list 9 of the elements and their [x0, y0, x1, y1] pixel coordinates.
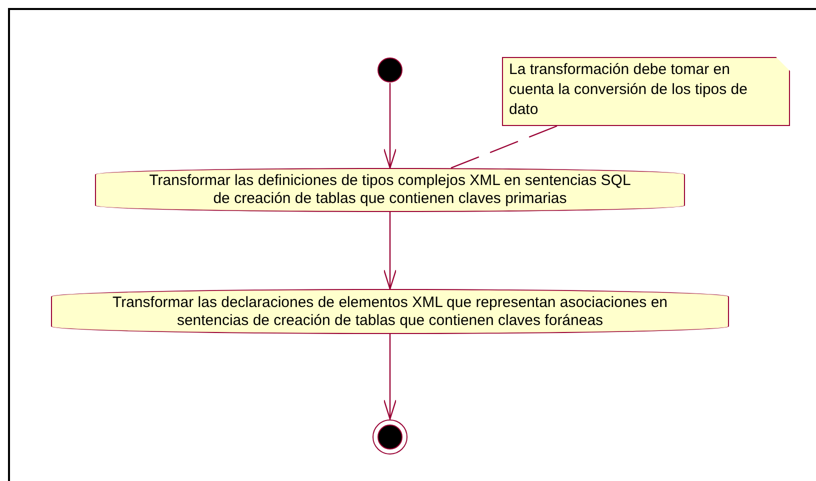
arrow — [383, 334, 397, 420]
activity-box: Transformar las definiciones de tipos complejos XML en sentencias SQL de creación de tablas que contienen claves primarias — [95, 168, 685, 212]
note: La transformación debe tomar en cuenta la conversión de los tipos de dato — [502, 57, 790, 126]
note-link — [450, 125, 558, 169]
end-node — [372, 419, 408, 455]
start-node — [377, 57, 403, 83]
activity-box: Transformar las declaraciones de elementos XML que representan asociaciones en sentencias de creación de tablas que contienen claves foráneas — [51, 289, 729, 334]
arrow — [383, 83, 397, 169]
arrow — [383, 212, 397, 290]
